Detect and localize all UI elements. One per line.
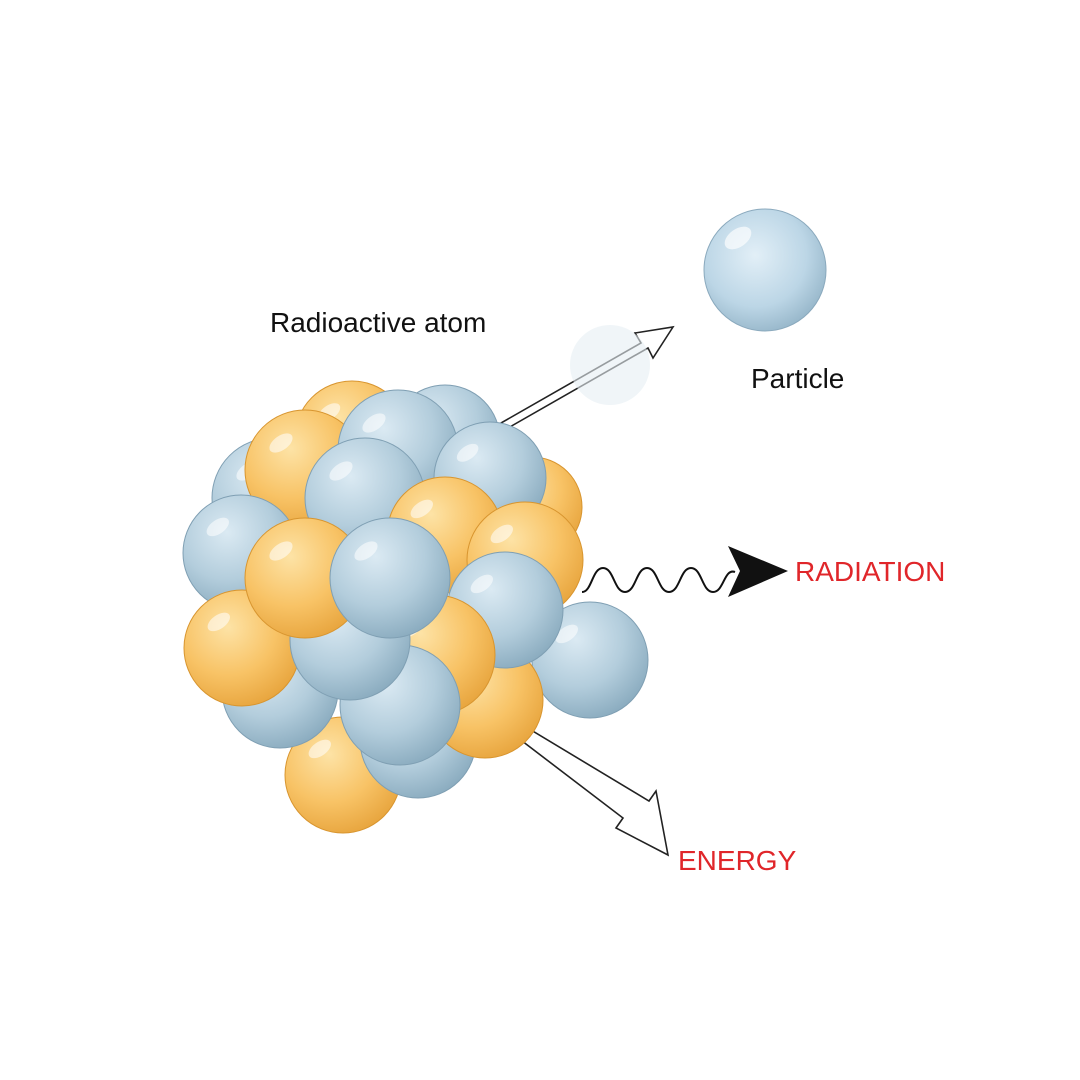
label-radioactive-atom: Radioactive atom: [270, 307, 487, 338]
label-radiation: RADIATION: [795, 556, 946, 587]
sphere-highlight: [470, 574, 493, 594]
energy-arrow-icon: [503, 716, 670, 857]
label-energy: ENERGY: [678, 845, 797, 876]
neutron-sphere: [329, 517, 451, 639]
sphere-highlight: [555, 624, 578, 644]
particle-arrow-glow: [570, 325, 650, 405]
sphere-highlight: [206, 517, 229, 537]
sphere-highlight: [269, 433, 293, 453]
sphere-highlight: [269, 541, 293, 561]
sphere-highlight: [456, 443, 479, 462]
sphere-highlight: [354, 541, 378, 561]
sphere-highlight: [410, 499, 433, 519]
nucleus-icon: [182, 380, 649, 834]
particle-sphere-icon: [703, 208, 827, 332]
sphere-highlight: [308, 739, 331, 759]
radiation-wave-icon: [581, 546, 788, 597]
sphere-highlight: [207, 612, 230, 632]
sphere-highlight: [362, 413, 386, 433]
sphere-highlight: [490, 524, 513, 544]
label-particle: Particle: [751, 363, 845, 394]
sphere-highlight: [329, 461, 353, 481]
